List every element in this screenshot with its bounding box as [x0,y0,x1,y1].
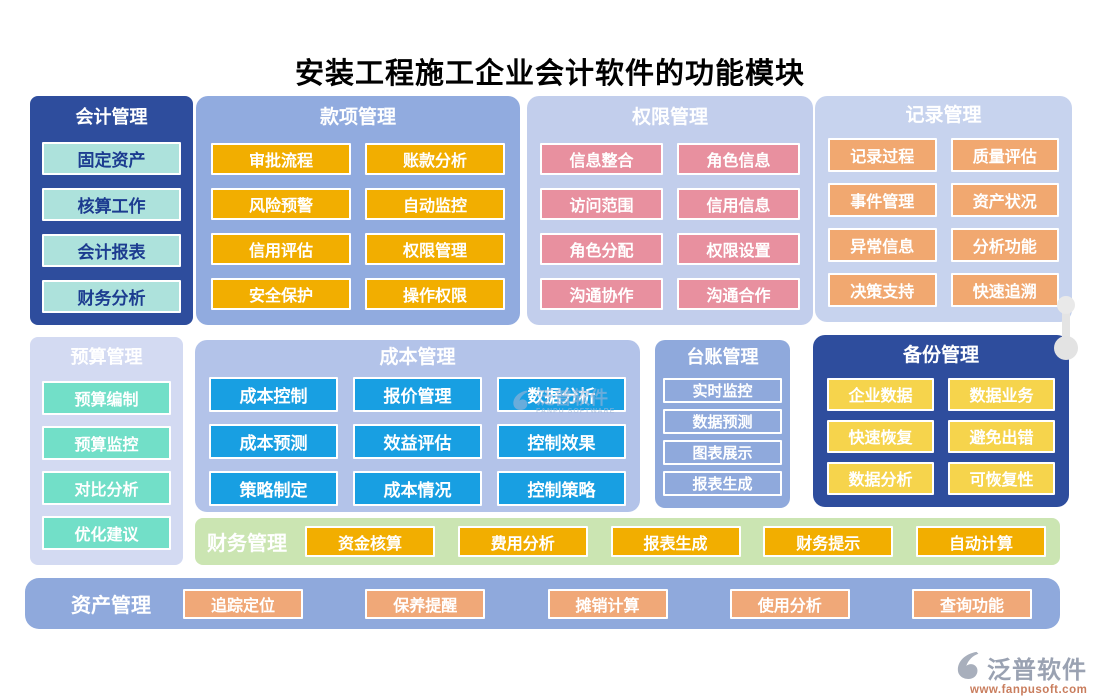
module-chip: 成本控制 [209,376,338,412]
panel-cost: 成本管理 成本控制 报价管理 数据分析 成本预测 效益评估 控制效果 策略制定 … [195,340,640,512]
module-chip: 资产状况 [950,182,1059,217]
module-chip: 记录过程 [828,137,937,172]
module-chip: 快速恢复 [827,419,934,453]
fanpu-logo-url: www.fanpusoft.com [970,684,1088,696]
module-chip: 预算监控 [42,425,171,460]
band-asset-title: 资产管理 [71,595,151,617]
module-chip: 费用分析 [457,526,588,557]
module-chip: 审批流程 [211,142,351,175]
module-chip: 分析功能 [950,227,1059,262]
module-chip: 成本情况 [353,470,482,506]
panel-record-title: 记录管理 [905,105,982,126]
fanpu-logo-name: 泛普软件 [987,657,1087,684]
module-chip: 角色分配 [540,232,663,265]
panel-budget-title: 预算管理 [70,347,143,367]
module-chip: 数据分析 [497,376,626,412]
panel-ledger: 台账管理 实时监控 数据预测 图表展示 报表生成 [655,340,790,508]
module-chip: 数据分析 [827,461,934,495]
module-chip: 自动计算 [916,526,1046,557]
module-chip: 控制策略 [497,470,626,506]
module-chip: 策略制定 [209,470,338,506]
module-chip: 信息整合 [540,142,663,175]
panel-backup: 备份管理 企业数据 数据业务 快速恢复 避免出错 数据分析 可恢复性 [813,335,1069,507]
module-chip: 信用评估 [211,232,351,265]
module-chip: 追踪定位 [183,588,303,619]
module-chip: 快速追溯 [950,272,1059,307]
module-chip: 角色信息 [677,142,800,175]
diagram-title: 安装工程施工企业会计软件的功能模块 [294,58,805,90]
module-chip: 查询功能 [912,588,1032,619]
module-chip: 数据预测 [663,408,782,434]
fanpu-logo-icon [956,650,984,685]
module-chip: 优化建议 [42,515,171,550]
module-chip: 摊销计算 [547,588,668,619]
module-chip: 报价管理 [353,376,482,412]
module-chip: 数据业务 [948,377,1055,411]
module-chip: 报表生成 [663,470,782,496]
band-finance-title: 财务管理 [207,533,287,555]
module-chip: 异常信息 [828,227,937,262]
module-chip: 可恢复性 [948,461,1055,495]
module-chip: 使用分析 [729,588,850,619]
panel-accounting-title: 会计管理 [75,107,148,127]
module-chip: 资金核算 [305,526,435,557]
panel-record: 记录管理 记录过程 质量评估 事件管理 资产状况 异常信息 分析功能 决策支持 … [815,96,1072,322]
panel-backup-title: 备份管理 [902,345,979,366]
panel-payment-title: 款项管理 [319,107,396,128]
module-chip: 实时监控 [663,377,782,403]
module-chip: 企业数据 [827,377,934,411]
module-chip: 自动监控 [365,187,505,220]
band-asset: 资产管理 追踪定位 保养提醒 摊销计算 使用分析 查询功能 [25,578,1060,629]
module-chip: 决策支持 [828,272,937,307]
module-chip: 事件管理 [828,182,937,217]
module-chip: 报表生成 [610,526,741,557]
panel-ledger-title: 台账管理 [686,347,759,367]
module-chip: 效益评估 [353,423,482,459]
module-chip: 操作权限 [365,277,505,310]
module-chip: 图表展示 [663,439,782,465]
module-chip: 访问范围 [540,187,663,220]
module-chip: 权限设置 [677,232,800,265]
module-chip: 预算编制 [42,380,171,415]
module-chip: 权限管理 [365,232,505,265]
module-chip: 质量评估 [950,137,1059,172]
module-chip: 沟通合作 [677,277,800,310]
module-chip: 核算工作 [42,187,181,221]
module-chip: 对比分析 [42,470,171,505]
panel-cost-title: 成本管理 [379,347,456,368]
module-chip: 财务提示 [763,526,894,557]
panel-permission-title: 权限管理 [631,107,708,128]
module-chip: 风险预警 [211,187,351,220]
module-chip: 固定资产 [42,141,181,175]
module-chip: 成本预测 [209,423,338,459]
module-chip: 会计报表 [42,233,181,267]
module-chip: 避免出错 [948,419,1055,453]
module-chip: 安全保护 [211,277,351,310]
module-chip: 财务分析 [42,279,181,313]
module-chip: 信用信息 [677,187,800,220]
module-chip: 沟通协作 [540,277,663,310]
panel-payment: 款项管理 审批流程 账款分析 风险预警 自动监控 信用评估 权限管理 安全保护 … [196,96,520,325]
module-chip: 保养提醒 [365,588,486,619]
panel-permission: 权限管理 信息整合 角色信息 访问范围 信用信息 角色分配 权限设置 沟通协作 … [527,96,813,325]
fanpu-logo: 泛普软件 www.fanpusoft.com [956,650,1087,696]
panel-budget: 预算管理 预算编制 预算监控 对比分析 优化建议 [30,337,183,565]
connector-pin-icon [1053,296,1079,360]
module-chip: 控制效果 [497,423,626,459]
band-finance: 财务管理 资金核算 费用分析 报表生成 财务提示 自动计算 [195,518,1060,565]
panel-accounting: 会计管理 固定资产 核算工作 会计报表 财务分析 [30,96,193,325]
module-chip: 账款分析 [365,142,505,175]
